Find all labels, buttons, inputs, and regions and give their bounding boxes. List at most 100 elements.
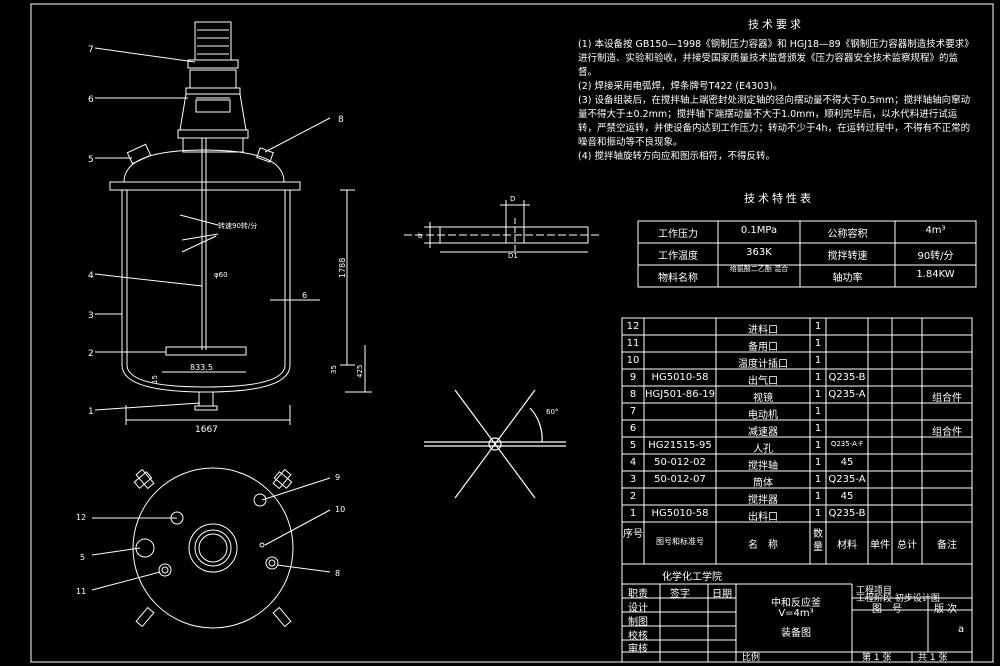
parts-cell: 1 (629, 508, 637, 519)
blade-dim-b: b (418, 232, 423, 240)
tech-req-2: (2) 焊接采用电弧焊，焊条牌号T422 (E4303)。 (578, 81, 783, 92)
spec-r2c2: 363K (746, 247, 772, 258)
parts-cell: 50-012-07 (654, 474, 706, 485)
plan-label-9: 9 (335, 473, 340, 482)
label-3: 3 (88, 311, 94, 321)
project-1: 工程项目 (856, 586, 893, 596)
parts-cell: 进料口 (748, 325, 778, 336)
tech-requirements-title: 技术要求 (748, 18, 804, 31)
spec-r1c1: 工作压力 (658, 229, 698, 240)
parts-cell: Q235-A·F (830, 440, 864, 448)
spec-r3c3: 轴功率 (832, 273, 863, 284)
hdr-remark: 备注 (937, 540, 957, 551)
parts-cell: 搅拌器 (748, 495, 778, 506)
parts-cell: HGJ501-86-19 (645, 389, 715, 400)
parts-cell: 45 (840, 491, 854, 502)
parts-cell: 1 (814, 491, 822, 502)
label-4: 4 (88, 271, 94, 281)
parts-cell: 1 (814, 474, 822, 485)
sign-header: 签字 (670, 589, 690, 600)
sheet-total: 共 1 张 (918, 653, 948, 663)
hdr-material: 材料 (837, 540, 857, 551)
spec-r2c3: 搅拌转速 (827, 251, 868, 262)
parts-cell: 4 (629, 457, 637, 468)
parts-cell: 2 (629, 491, 637, 502)
shaft-diameter: φ60 (214, 271, 228, 279)
parts-row: 7 电动机 1 (622, 403, 972, 421)
dim-width: 1667 (195, 425, 218, 435)
parts-row: 1 HG5010-58 出料口 1 Q235-B (622, 505, 972, 523)
label-5: 5 (88, 155, 94, 165)
role-3: 校核 (628, 631, 648, 642)
parts-cell: Q235-B (828, 508, 866, 519)
parts-cell: 1 (814, 440, 822, 451)
spec-r2c4: 90转/分 (917, 251, 954, 262)
parts-cell: 1 (814, 508, 822, 519)
blade-detail (404, 200, 600, 253)
version-value: a (958, 624, 965, 635)
parts-cell: 1 (814, 423, 822, 434)
title-block: 化学化工学院 职责 设计 制图 校核 审核 签字 日期 中和反应釜 V=4m³ … (622, 564, 972, 663)
fig-no: 图 号 (872, 604, 902, 615)
label-6: 6 (88, 95, 94, 105)
parts-cell: 电动机 (748, 410, 778, 421)
label-2: 2 (88, 349, 94, 359)
date-header: 日期 (712, 589, 732, 600)
parts-cell: 温度计插口 (738, 359, 788, 370)
plan-view (91, 467, 331, 629)
parts-cell: 8 (629, 389, 637, 400)
parts-cell: 11 (626, 338, 640, 349)
version-label: 版 次 (934, 604, 958, 615)
parts-cell: 1 (814, 406, 822, 417)
project-2: 工程阶段 初步设计图 (856, 594, 940, 604)
parts-cell: 组合件 (932, 393, 962, 404)
manhole-nozzle (126, 143, 152, 165)
impeller-plan (424, 389, 566, 499)
plan-label-10: 10 (335, 505, 345, 514)
parts-cell: 出料口 (748, 512, 778, 523)
parts-cell: 50-012-02 (654, 457, 706, 468)
blade-dim-D: D (510, 195, 515, 203)
tech-req-4: (4) 搅拌轴旋转方向应和图示相符，不得反转。 (578, 151, 775, 162)
parts-cell: 5 (629, 440, 637, 451)
tech-req-3: (3) 设备组装后，在搅拌轴上端密封处测定轴的径向摆动量不得大于0.5mm；搅拌… (578, 95, 971, 148)
dim-425: 425 (356, 365, 364, 378)
plan-view-texts: 12 5 11 9 10 8 (76, 473, 345, 596)
dim-height: 1788 (338, 258, 347, 278)
spec-r3c4: 1.84KW (916, 269, 955, 280)
label-1: 1 (88, 407, 94, 417)
blade-dim-D1: D1 (508, 252, 518, 260)
dim-35: 35 (330, 365, 338, 374)
drawing-name-1: 中和反应釜 (771, 598, 821, 609)
front-view (94, 21, 372, 425)
parts-header: 序号 图号和标准号 名 称 数量 材料 单件 总计 备注 (622, 522, 972, 564)
parts-cell: 7 (629, 406, 637, 417)
sheet-border (30, 3, 994, 663)
parts-cell: 视镜 (753, 393, 773, 404)
impeller-angle: 60° (546, 408, 558, 416)
parts-cell: HG5010-58 (651, 508, 709, 519)
speed-note: 转速90转/分 (218, 221, 257, 230)
parts-cell: 人孔 (753, 444, 773, 455)
parts-cell: HG5010-58 (651, 372, 709, 383)
spec-r1c2: 0.1MPa (740, 225, 778, 236)
plan-label-12: 12 (76, 513, 86, 522)
label-8: 8 (338, 115, 344, 125)
parts-cell: 6 (629, 423, 637, 434)
spec-r2c1: 工作温度 (658, 251, 698, 262)
dim-wall: 6 (302, 291, 307, 300)
parts-cell: 1 (814, 355, 822, 366)
dim-15: 15 (151, 375, 159, 384)
parts-cell: Q235-B (828, 372, 866, 383)
parts-cell: 搅拌轴 (748, 461, 778, 472)
spec-r3c1: 物料名称 (658, 273, 698, 284)
hdr-unit: 单件 (870, 540, 890, 551)
parts-cell: 3 (629, 474, 637, 485)
parts-cell: 筒体 (753, 478, 773, 489)
